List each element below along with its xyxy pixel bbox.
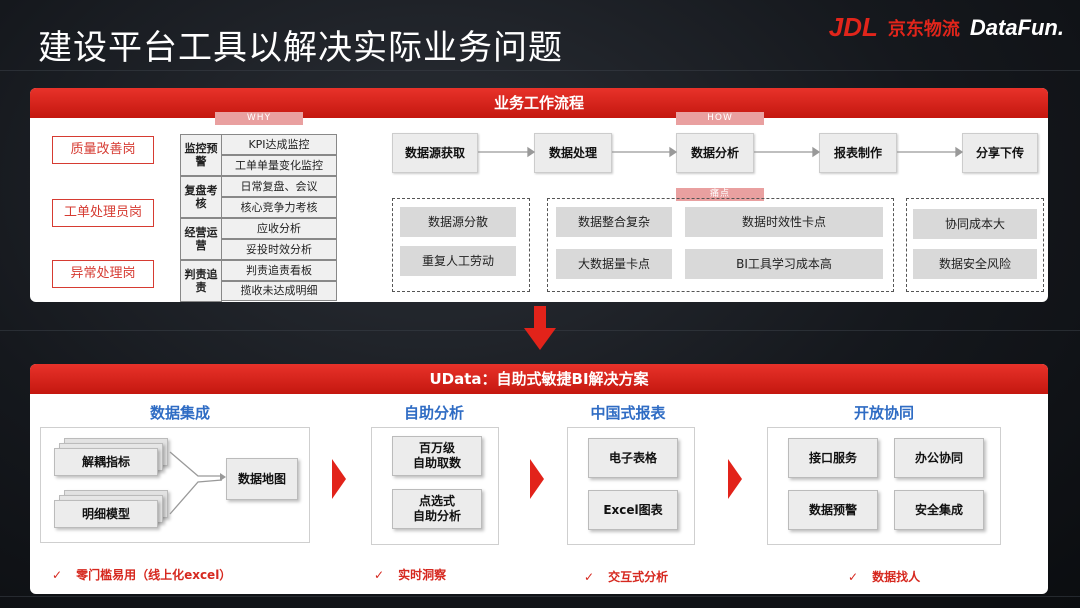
flow-arrows bbox=[478, 146, 964, 158]
check-label: 实时洞察 bbox=[398, 568, 447, 582]
data-alert-card: 数据预警 bbox=[788, 490, 878, 530]
workflow-header: 业务工作流程 bbox=[30, 88, 1048, 118]
role-quality: 质量改善岗 bbox=[52, 136, 154, 164]
pain-tag: 痛点 bbox=[676, 188, 764, 201]
pain-item: 数据安全风险 bbox=[913, 249, 1037, 279]
category-item: 揽收未达成明细 bbox=[221, 281, 337, 301]
pain-item: 数据源分散 bbox=[400, 207, 516, 237]
check-label: 交互式分析 bbox=[608, 570, 669, 584]
background-line bbox=[0, 70, 1080, 71]
pain-item: 大数据量卡点 bbox=[556, 249, 672, 279]
solution-header: UData：自助式敏捷BI解决方案 bbox=[30, 364, 1048, 394]
check-icon: ✓ bbox=[52, 568, 63, 582]
pain-group-share bbox=[906, 198, 1044, 292]
category-item: 妥投时效分析 bbox=[221, 239, 337, 260]
pain-item: 协同成本大 bbox=[913, 209, 1037, 239]
why-tag: WHY bbox=[215, 112, 303, 125]
role-exception: 异常处理岗 bbox=[52, 260, 154, 288]
flow-step-process: 数据处理 bbox=[534, 133, 612, 173]
check-label: 数据找人 bbox=[872, 570, 921, 584]
category-item: 工单单量变化监控 bbox=[221, 155, 337, 176]
section-title-open-collab: 开放协同 bbox=[853, 404, 914, 422]
section-title-self-analysis: 自助分析 bbox=[403, 404, 464, 422]
step-arrow-icon bbox=[728, 459, 742, 499]
step-arrow-icon bbox=[530, 459, 544, 499]
flow-step-source: 数据源获取 bbox=[392, 133, 478, 173]
category-item: 应收分析 bbox=[221, 218, 337, 239]
point-select-card: 点选式 自助分析 bbox=[392, 489, 482, 529]
check-icon: ✓ bbox=[584, 570, 595, 584]
check-item-china-report: ✓ 交互式分析 bbox=[584, 568, 668, 585]
page-title: 建设平台工具以解决实际业务问题 bbox=[38, 28, 563, 68]
check-label: 零门槛易用（线上化excel） bbox=[76, 568, 232, 582]
check-icon: ✓ bbox=[374, 568, 385, 582]
decouple-metric-card: 解耦指标 bbox=[54, 448, 158, 476]
section-title-integration: 数据集成 bbox=[149, 404, 210, 422]
check-item-integration: ✓ 零门槛易用（线上化excel） bbox=[52, 566, 231, 583]
integration-arrows bbox=[169, 451, 226, 515]
api-service-card: 接口服务 bbox=[788, 438, 878, 478]
datafun-logo: DataFun. bbox=[969, 14, 1064, 40]
pain-item: 数据整合复杂 bbox=[556, 207, 672, 237]
category-review: 复盘考核 bbox=[180, 176, 222, 218]
spreadsheet-card: 电子表格 bbox=[588, 438, 678, 478]
check-icon: ✓ bbox=[848, 570, 859, 584]
category-item: KPI达成监控 bbox=[221, 134, 337, 155]
security-integration-card: 安全集成 bbox=[894, 490, 984, 530]
workflow-panel: 业务工作流程 WHY HOW 质量改善岗 工单处理员岗 异常处理岗 监控预警 K… bbox=[30, 88, 1048, 302]
category-liability: 判责追责 bbox=[180, 260, 222, 302]
how-tag: HOW bbox=[676, 112, 764, 125]
logo-group: JDL 京东物流 DataFun. bbox=[829, 12, 1064, 43]
step-arrow-icon bbox=[332, 459, 346, 499]
pain-item: 重复人工劳动 bbox=[400, 246, 516, 276]
category-item: 日常复盘、会议 bbox=[221, 176, 337, 197]
flow-step-analysis: 数据分析 bbox=[676, 133, 754, 173]
check-item-open-collab: ✓ 数据找人 bbox=[848, 568, 920, 585]
flow-step-report: 报表制作 bbox=[819, 133, 897, 173]
check-item-self-analysis: ✓ 实时洞察 bbox=[374, 566, 446, 583]
excel-chart-card: Excel图表 bbox=[588, 490, 678, 530]
jdl-logo: JDL bbox=[828, 12, 878, 42]
pain-group-source bbox=[392, 198, 530, 292]
category-item: 核心竞争力考核 bbox=[221, 197, 337, 218]
role-ticket: 工单处理员岗 bbox=[52, 199, 154, 227]
office-collab-card: 办公协同 bbox=[894, 438, 984, 478]
category-item: 判责追责看板 bbox=[221, 260, 337, 281]
pain-item: BI工具学习成本高 bbox=[685, 249, 883, 279]
detail-model-card: 明细模型 bbox=[54, 500, 158, 528]
background-line bbox=[0, 596, 1080, 597]
pain-group-process bbox=[547, 198, 894, 292]
solution-panel: UData：自助式敏捷BI解决方案 数据集成 解耦指标 明细模型 数据地图 自助… bbox=[30, 364, 1048, 594]
section-title-china-report: 中国式报表 bbox=[590, 404, 666, 422]
category-operation: 经营运营 bbox=[180, 218, 222, 260]
down-arrow-icon bbox=[524, 306, 556, 350]
flow-step-share: 分享下传 bbox=[962, 133, 1038, 173]
jd-logistics-text: 京东物流 bbox=[887, 18, 960, 40]
million-level-card: 百万级 自助取数 bbox=[392, 436, 482, 476]
data-map-card: 数据地图 bbox=[226, 458, 298, 500]
pain-item: 数据时效性卡点 bbox=[685, 207, 883, 237]
